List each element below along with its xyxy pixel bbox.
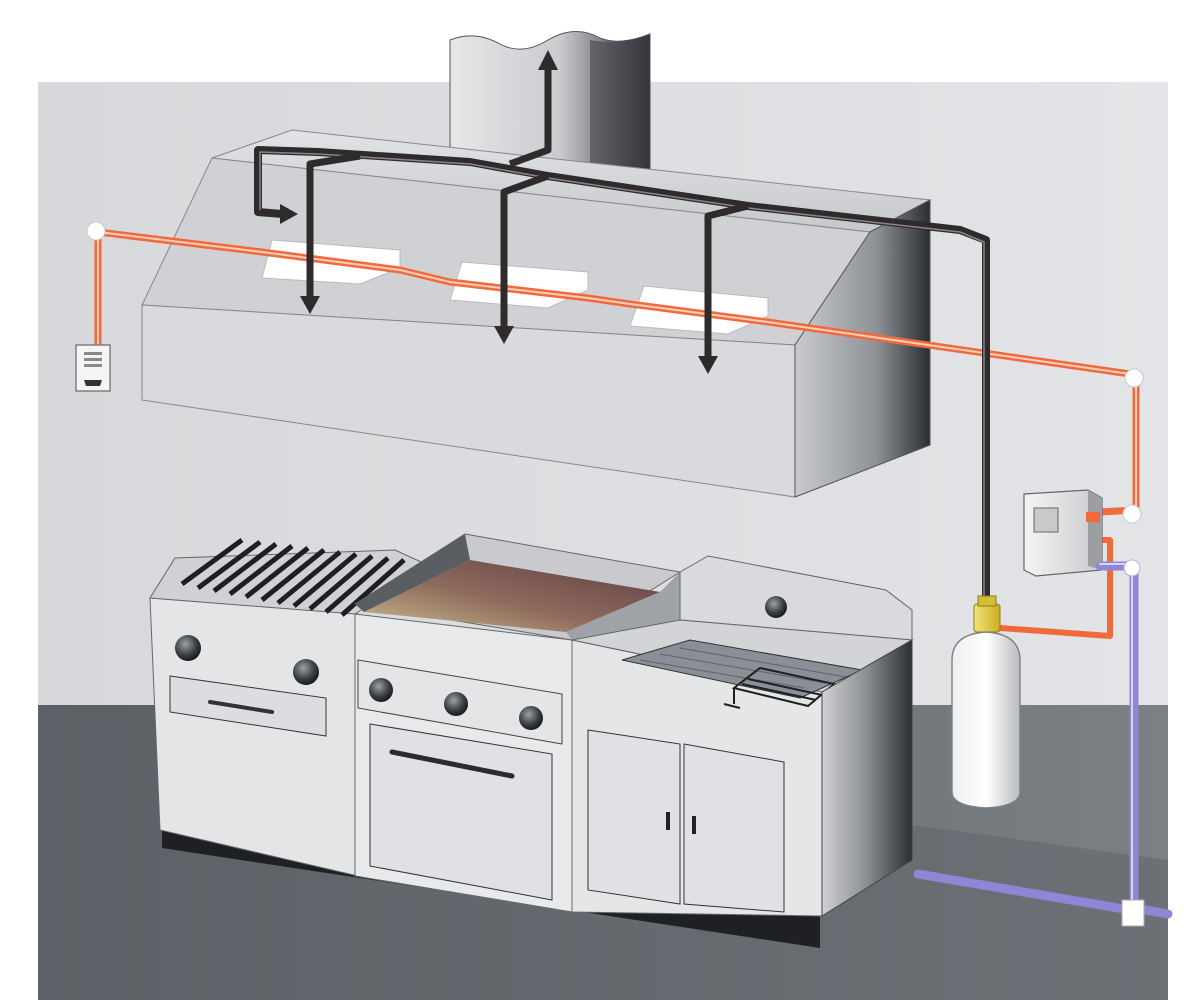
control-panel-icon — [1023, 489, 1103, 577]
gas-line-pipe — [1095, 561, 1173, 919]
nozzle-arrow-icon — [300, 296, 320, 314]
fryer-basket-icon — [723, 666, 837, 709]
knob — [444, 692, 468, 716]
corner-pulley-2 — [1124, 368, 1144, 388]
cabinet-door-right — [683, 743, 785, 913]
detection-line-fittings — [86, 221, 1144, 524]
oven-door-handle — [389, 749, 515, 779]
cylinder-valve — [973, 603, 1001, 633]
agent-pipe-drop-1 — [306, 152, 361, 298]
agent-pipe-drop-3 — [704, 202, 749, 358]
agent-pipe-drop-2 — [500, 172, 550, 328]
knob — [293, 659, 319, 685]
gas-shutoff-valve — [1121, 559, 1145, 927]
gas-line-elbow — [1123, 559, 1141, 577]
oven-door — [369, 723, 553, 901]
broiler-drip-drawer — [169, 675, 327, 737]
broiler-grates — [180, 537, 406, 617]
knob — [175, 635, 201, 661]
corner-pulley-1 — [86, 221, 106, 241]
manual-pull-station-icon — [75, 344, 111, 392]
cabinet-handle — [666, 812, 670, 830]
plenum-nozzle-arrow-icon — [280, 204, 298, 224]
detection-line-to-cylinder — [997, 537, 1113, 639]
corner-pulley-3 — [1122, 504, 1142, 524]
fryer-vat-mesh — [639, 647, 847, 689]
nozzle-arrow-icon — [494, 326, 514, 344]
nozzle-arrow-group — [280, 50, 718, 374]
cabinet-door-left — [587, 729, 681, 905]
nozzle-arrow-icon — [698, 356, 718, 374]
exhaust-arrow-icon — [538, 50, 558, 70]
fryer-cabinet — [587, 729, 785, 913]
griddle — [353, 533, 682, 913]
knob — [369, 678, 393, 702]
gas-line-floor-pipe — [913, 869, 1135, 915]
griddle-plate — [364, 560, 660, 632]
char-broiler — [149, 537, 432, 877]
agent-cylinder-icon — [951, 595, 1021, 809]
fryer — [571, 555, 914, 917]
knob — [519, 706, 543, 730]
agent-pipe-stack-riser — [508, 66, 552, 168]
agent-distribution-piping — [254, 66, 990, 606]
cylinder-body — [951, 631, 1021, 809]
agent-pipe-main — [254, 146, 990, 606]
cabinet-handle — [692, 816, 696, 834]
fryer-flue-icon — [765, 596, 787, 618]
